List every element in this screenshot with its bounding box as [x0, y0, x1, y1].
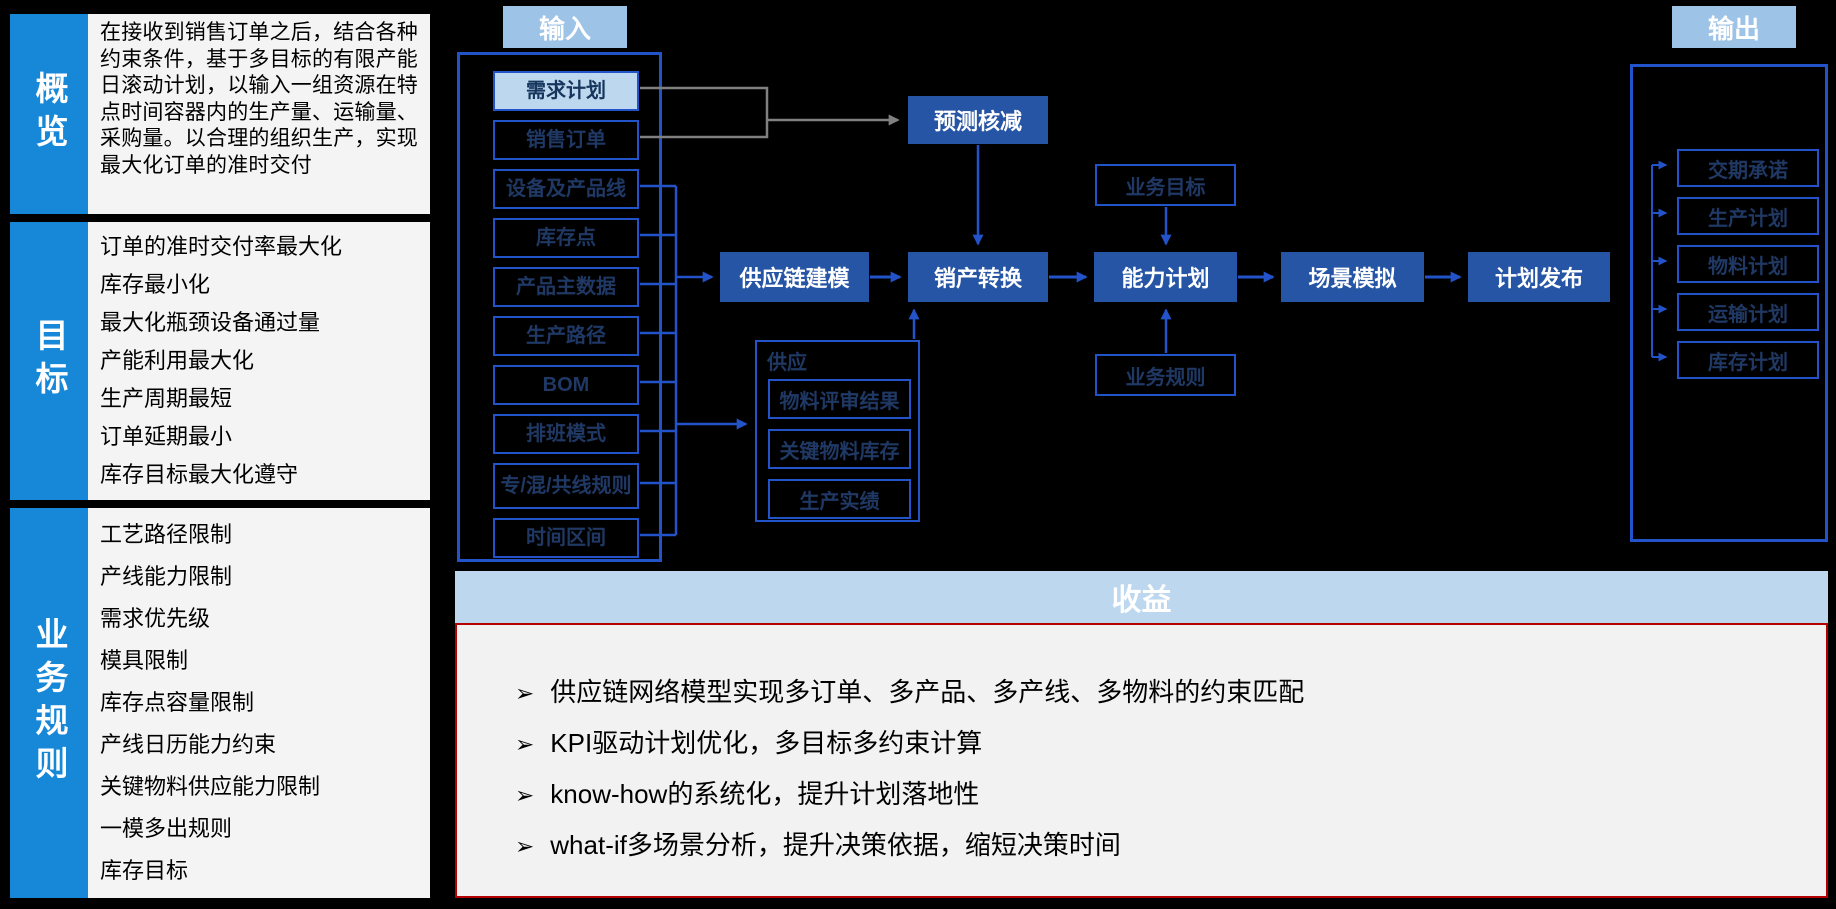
supply-group-label: 供应 [767, 352, 807, 374]
input-tag: 输入 [503, 6, 627, 48]
input-item-equipment-product-line: 设备及产品线 [493, 169, 639, 209]
arrow-bullet-icon: ➢ [515, 782, 535, 808]
input-item-shift-mode: 排班模式 [493, 414, 639, 454]
input-item-product-master-data: 产品主数据 [493, 267, 639, 307]
flow-step-sales-production-conversion: 销产转换 [908, 252, 1048, 302]
benefit-text: KPI驱动计划优化，多目标多约束计算 [550, 728, 983, 758]
output-tag: 输出 [1672, 6, 1796, 48]
goal-item: 生产周期最短 [100, 386, 233, 411]
overview-content: 在接收到销售订单之后，结合各种约束条件，基于多目标的有限产能日滚动计划，以输入一… [88, 14, 430, 214]
flow-step-supply-chain-modeling: 供应链建模 [720, 252, 869, 302]
business-rules-label: 业务规则 [10, 508, 88, 898]
goal-item: 最大化瓶颈设备通过量 [100, 310, 321, 335]
supply-item-key-material-stock: 关键物料库存 [768, 429, 911, 469]
arrow-inputs-to-forecast [640, 86, 900, 139]
goal-item: 订单的准时交付率最大化 [100, 234, 343, 259]
input-item-time-interval: 时间区间 [493, 518, 639, 558]
supply-item-material-review: 物料评审结果 [768, 379, 911, 419]
business-rules-list: 工艺路径限制 产线能力限制 需求优先级 模具限制 库存点容量限制 产线日历能力约… [88, 508, 430, 898]
benefit-text: 供应链网络模型实现多订单、多产品、多产线、多物料的约束匹配 [550, 677, 1305, 707]
rule-item: 工艺路径限制 [100, 522, 233, 547]
goals-label: 目标 [10, 222, 88, 500]
goals-section: 目标 订单的准时交付率最大化 库存最小化 最大化瓶颈设备通过量 产能利用最大化 … [10, 222, 430, 500]
input-item-line-rules: 专/混/共线规则 [493, 463, 639, 509]
business-goal-box: 业务目标 [1095, 164, 1236, 206]
benefit-item: ➢ know-how的系统化，提升计划落地性 [515, 769, 1806, 820]
goal-item: 库存最小化 [100, 272, 211, 297]
output-item-inventory-plan: 库存计划 [1677, 341, 1819, 379]
supply-group: 供应 物料评审结果 关键物料库存 生产实绩 [755, 340, 920, 522]
rule-item: 需求优先级 [100, 606, 211, 631]
rule-item: 一模多出规则 [100, 816, 233, 841]
supply-item-production-actuals: 生产实绩 [768, 479, 911, 519]
rule-item: 库存目标 [100, 858, 189, 883]
arrow-bullet-icon: ➢ [515, 731, 535, 757]
goals-list: 订单的准时交付率最大化 库存最小化 最大化瓶颈设备通过量 产能利用最大化 生产周… [88, 222, 430, 500]
overview-label: 概览 [10, 14, 88, 214]
output-item-production-plan: 生产计划 [1677, 197, 1819, 235]
benefit-item: ➢ what-if多场景分析，提升决策依据，缩短决策时间 [515, 820, 1806, 871]
goal-item: 订单延期最小 [100, 424, 233, 449]
benefits-panel: ➢ 供应链网络模型实现多订单、多产品、多产线、多物料的约束匹配 ➢ KPI驱动计… [455, 623, 1828, 898]
input-item-production-path: 生产路径 [493, 316, 639, 356]
output-item-delivery-commitment: 交期承诺 [1677, 149, 1819, 187]
output-panel: 交期承诺 生产计划 物料计划 运输计划 库存计划 [1630, 64, 1828, 542]
flow-step-capacity-planning: 能力计划 [1094, 252, 1237, 302]
benefit-text: what-if多场景分析，提升决策依据，缩短决策时间 [550, 830, 1121, 860]
input-item-demand-plan: 需求计划 [493, 71, 639, 111]
forecast-netting-box: 预测核减 [908, 96, 1048, 144]
input-panel: 需求计划 销售订单 设备及产品线 库存点 产品主数据 生产路径 BOM 排班模式… [457, 52, 662, 562]
business-rule-box: 业务规则 [1095, 354, 1236, 396]
overview-section: 概览 在接收到销售订单之后，结合各种约束条件，基于多目标的有限产能日滚动计划，以… [10, 14, 430, 214]
rule-item: 关键物料供应能力限制 [100, 774, 321, 799]
flow-step-plan-release: 计划发布 [1468, 252, 1610, 302]
goal-item: 产能利用最大化 [100, 348, 255, 373]
rule-item: 产线日历能力约束 [100, 732, 277, 757]
overview-text: 在接收到销售订单之后，结合各种约束条件，基于多目标的有限产能日滚动计划，以输入一… [100, 21, 418, 177]
benefit-item: ➢ 供应链网络模型实现多订单、多产品、多产线、多物料的约束匹配 [515, 667, 1806, 718]
benefit-item: ➢ KPI驱动计划优化，多目标多约束计算 [515, 718, 1806, 769]
output-item-material-plan: 物料计划 [1677, 245, 1819, 283]
flow-step-scenario-simulation: 场景模拟 [1281, 252, 1424, 302]
input-item-stock-point: 库存点 [493, 218, 639, 258]
benefit-text: know-how的系统化，提升计划落地性 [550, 779, 980, 809]
arrow-bullet-icon: ➢ [515, 833, 535, 859]
input-item-bom: BOM [493, 365, 639, 405]
output-item-transport-plan: 运输计划 [1677, 293, 1819, 331]
rule-item: 模具限制 [100, 648, 189, 673]
rule-item: 库存点容量限制 [100, 690, 255, 715]
rule-item: 产线能力限制 [100, 564, 233, 589]
arrow-bullet-icon: ➢ [515, 680, 535, 706]
benefits-header: 收益 [455, 571, 1828, 623]
business-rules-section: 业务规则 工艺路径限制 产线能力限制 需求优先级 模具限制 库存点容量限制 产线… [10, 508, 430, 898]
goal-item: 库存目标最大化遵守 [100, 462, 299, 487]
input-item-sales-order: 销售订单 [493, 120, 639, 160]
